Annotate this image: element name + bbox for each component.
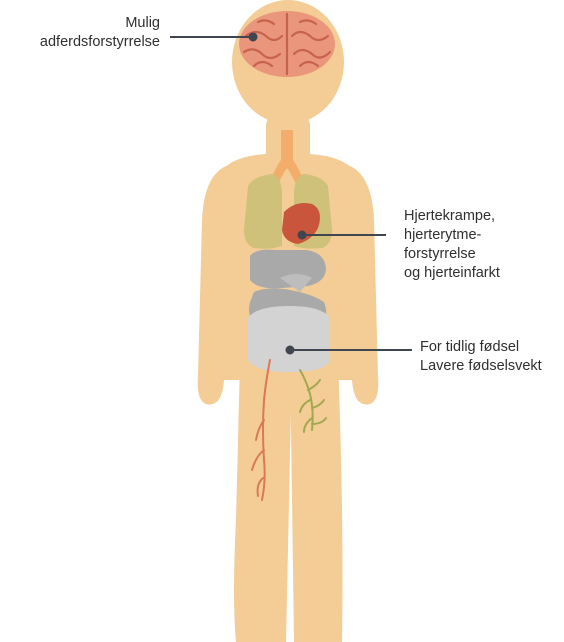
label-fetus-line-1: For tidlig fødsel	[420, 338, 542, 357]
pointer-heart-dot	[299, 232, 306, 239]
brain	[239, 11, 335, 77]
pointer-fetus-dot	[287, 347, 294, 354]
right-leg	[290, 360, 343, 642]
label-heart-effect: Hjertekrampe, hjerterytme- forstyrrelse …	[404, 207, 500, 283]
uterus	[248, 306, 330, 372]
label-heart-line-1: Hjertekrampe,	[404, 207, 500, 226]
label-fetus-effect: For tidlig fødsel Lavere fødselsvekt	[420, 338, 542, 376]
label-heart-line-4: og hjerteinfarkt	[404, 264, 500, 283]
label-fetus-line-2: Lavere fødselsvekt	[420, 357, 542, 376]
label-brain-line-2: adferdsforstyrrelse	[0, 33, 160, 52]
label-heart-line-3: forstyrrelse	[404, 245, 500, 264]
pointer-brain-dot	[250, 34, 257, 41]
label-heart-line-2: hjerterytme-	[404, 226, 500, 245]
label-brain-effect: Mulig adferdsforstyrrelse	[0, 14, 160, 52]
label-brain-line-1: Mulig	[0, 14, 160, 33]
